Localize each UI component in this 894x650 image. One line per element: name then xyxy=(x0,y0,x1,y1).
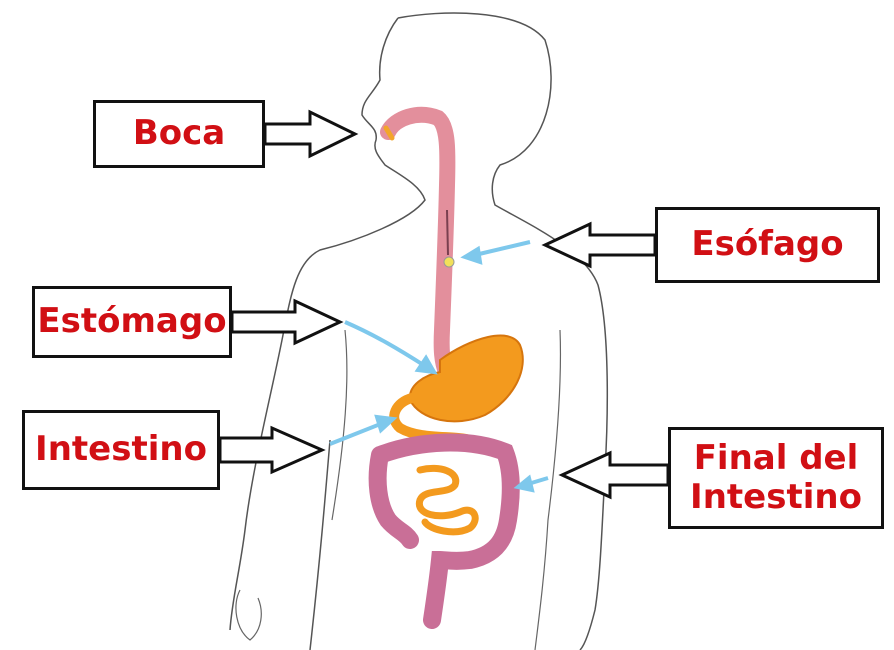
boca-block-arrow xyxy=(265,112,355,156)
boca-label-box: Boca xyxy=(93,100,265,168)
esophagus-sphincter xyxy=(444,257,454,267)
boca-label: Boca xyxy=(133,114,225,153)
estomago-label-box: Estómago xyxy=(32,286,232,358)
esofago-label-box: Esófago xyxy=(655,207,880,283)
esofago-block-arrow xyxy=(545,224,655,266)
esofago-pointer-arrow xyxy=(465,242,530,262)
final-pointer-arrow xyxy=(518,478,548,490)
intestino-block-arrow xyxy=(220,428,322,472)
intestino-label-box: Intestino xyxy=(22,410,220,490)
esophagus-centerline xyxy=(447,210,448,255)
final-del-intestino-label-box: Final del Intestino xyxy=(668,427,884,529)
estomago-block-arrow xyxy=(232,301,340,343)
esophagus xyxy=(388,115,447,372)
inner-arm-line-right xyxy=(535,330,561,650)
estomago-label: Estómago xyxy=(37,302,226,341)
intestino-pointer-arrow xyxy=(330,417,393,444)
final-block-arrow xyxy=(562,453,668,497)
stomach xyxy=(410,336,523,422)
final-del-intestino-label: Final del Intestino xyxy=(690,439,862,517)
estomago-pointer-arrow xyxy=(345,322,434,372)
hand-left-outline xyxy=(236,590,261,640)
intestino-label: Intestino xyxy=(35,430,207,469)
small-intestine xyxy=(419,468,475,531)
inner-arm-line-left xyxy=(332,330,347,520)
esofago-label: Esófago xyxy=(691,225,843,264)
